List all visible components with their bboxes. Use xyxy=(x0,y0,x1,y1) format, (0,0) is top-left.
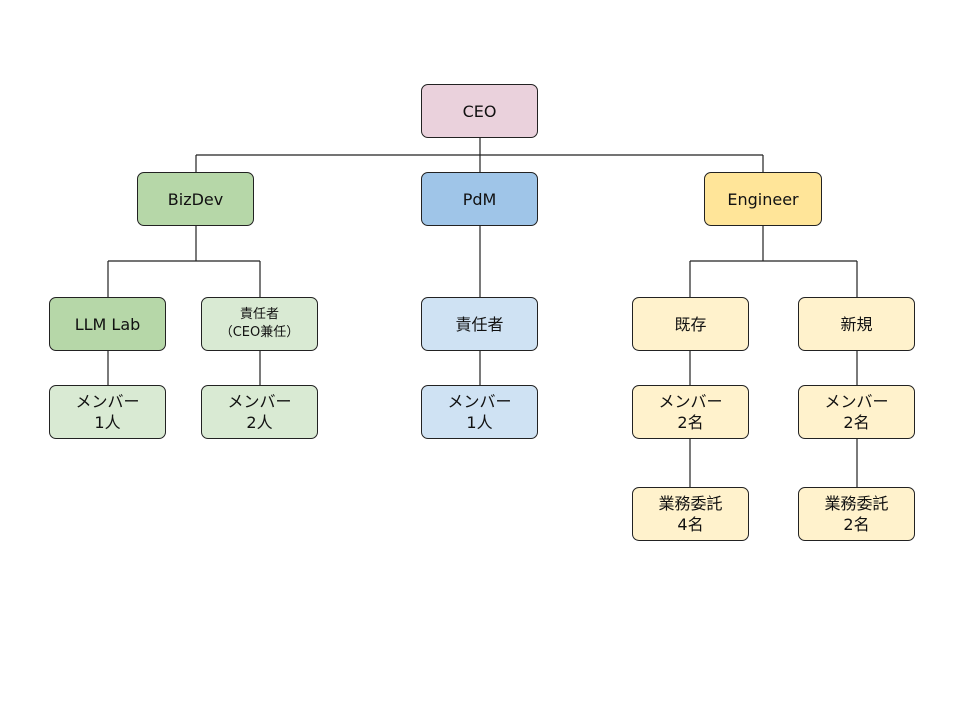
engineer-new-box: 新規 xyxy=(798,297,915,351)
pdm-lead-box: 責任者 xyxy=(421,297,538,351)
contractor-count: 2名 xyxy=(843,515,870,534)
bizdev-box: BizDev xyxy=(137,172,254,226)
engineer-label: Engineer xyxy=(727,189,799,209)
member-label: メンバー xyxy=(658,392,723,411)
contractor-label: 業務委託 xyxy=(658,494,723,513)
llm-lab-box: LLM Lab xyxy=(49,297,166,351)
contractor-count: 4名 xyxy=(677,515,704,534)
pdm-label: PdM xyxy=(462,189,497,209)
contractor-label: 業務委託 xyxy=(824,494,889,513)
member-count: 2人 xyxy=(246,413,273,432)
pdm-box: PdM xyxy=(421,172,538,226)
pdm-lead-label: 責任者 xyxy=(455,314,504,334)
engineer-new-label: 新規 xyxy=(840,314,873,334)
member-label: メンバー xyxy=(824,392,889,411)
ceo-box: CEO xyxy=(421,84,538,138)
engineer-existing-box: 既存 xyxy=(632,297,749,351)
llm-lab-member-box: メンバー 1人 xyxy=(49,385,166,439)
engineer-box: Engineer xyxy=(704,172,822,226)
member-count: 2名 xyxy=(677,413,704,432)
member-count: 2名 xyxy=(843,413,870,432)
pdm-member-box: メンバー 1人 xyxy=(421,385,538,439)
new-member-box: メンバー 2名 xyxy=(798,385,915,439)
existing-contractor-box: 業務委託 4名 xyxy=(632,487,749,541)
engineer-existing-label: 既存 xyxy=(674,314,707,334)
member-label: メンバー xyxy=(75,392,140,411)
member-label: メンバー xyxy=(447,392,512,411)
bizdev-lead-title: 責任者 xyxy=(239,307,279,322)
bizdev-lead-member-box: メンバー 2人 xyxy=(201,385,318,439)
bizdev-lead-box: 責任者 （CEO兼任） xyxy=(201,297,318,351)
bizdev-label: BizDev xyxy=(167,189,224,209)
member-label: メンバー xyxy=(227,392,292,411)
member-count: 1人 xyxy=(94,413,121,432)
member-count: 1人 xyxy=(466,413,493,432)
bizdev-lead-note: （CEO兼任） xyxy=(219,325,300,340)
existing-member-box: メンバー 2名 xyxy=(632,385,749,439)
llm-lab-label: LLM Lab xyxy=(74,314,141,334)
ceo-label: CEO xyxy=(462,101,497,121)
new-contractor-box: 業務委託 2名 xyxy=(798,487,915,541)
